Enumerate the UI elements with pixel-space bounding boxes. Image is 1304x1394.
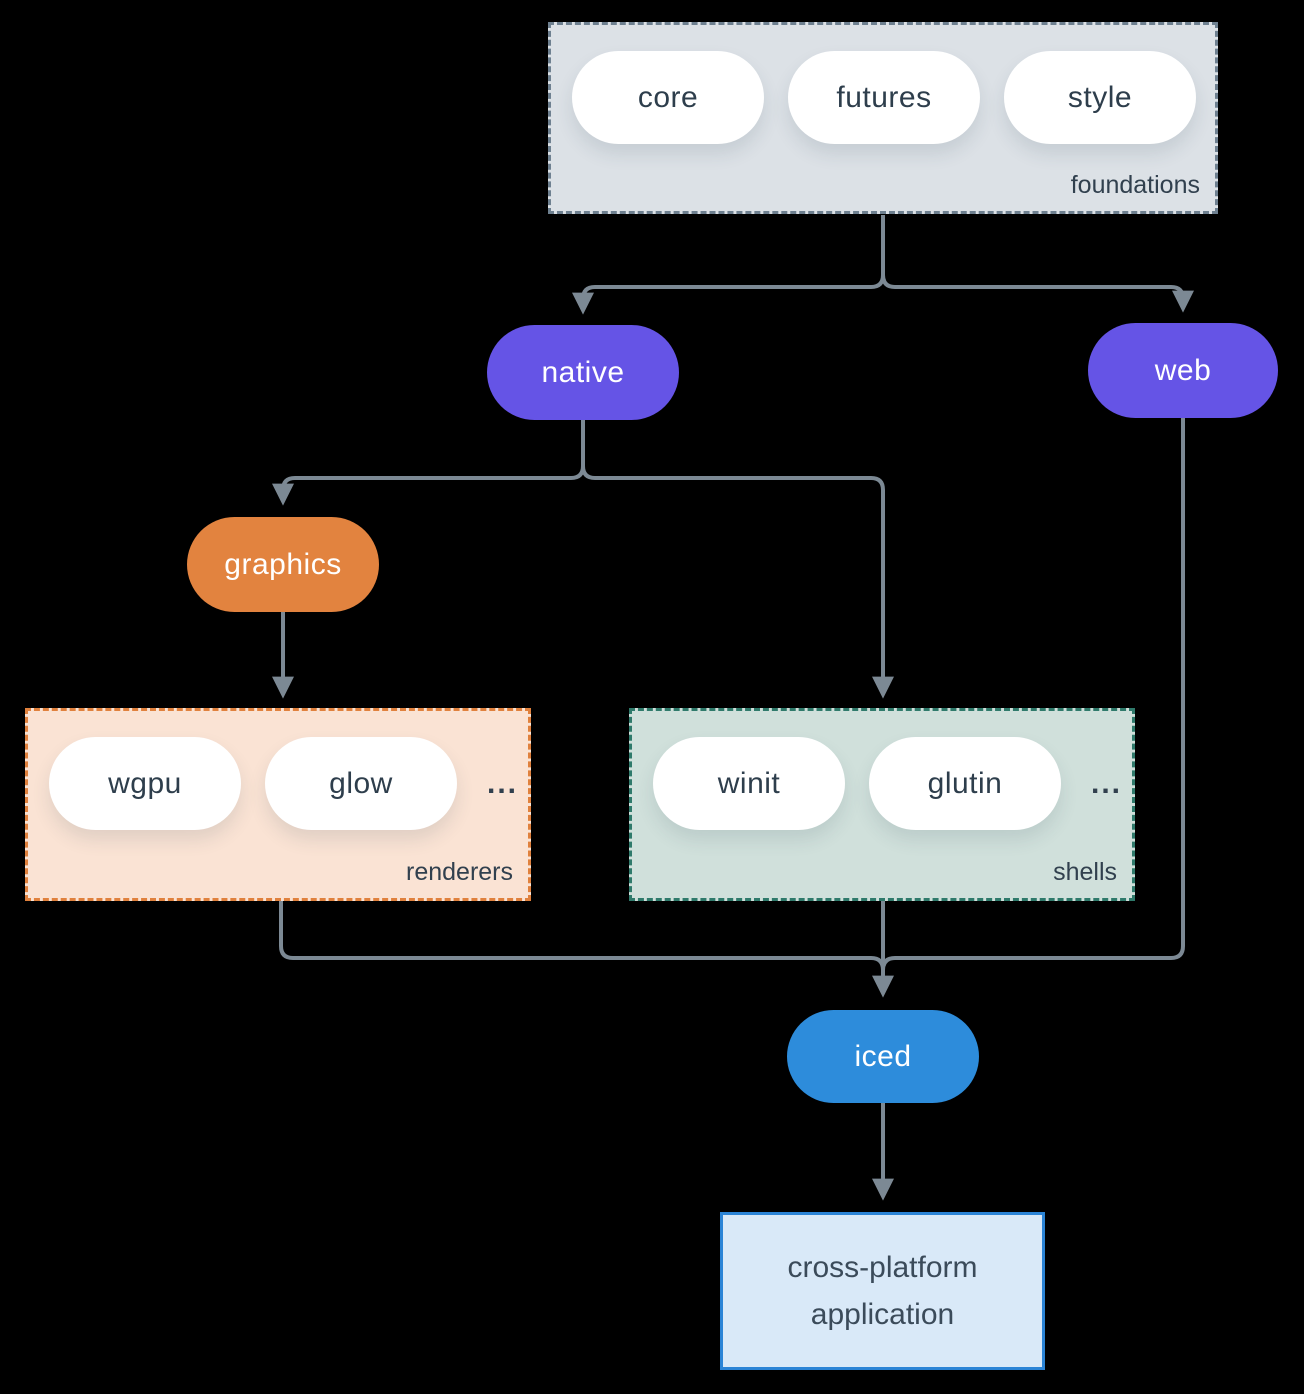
application-line2: application	[810, 1298, 955, 1331]
node-iced: iced	[787, 1010, 979, 1103]
node-cross-platform-application: cross-platform application	[720, 1212, 1045, 1370]
application-line1: cross-platform	[787, 1251, 978, 1284]
renderers-label: renderers	[406, 858, 513, 886]
node-futures: futures	[788, 51, 980, 144]
renderers-pill-row: wgpu glow ...	[28, 711, 528, 830]
node-style: style	[1004, 51, 1196, 144]
group-foundations: core futures style foundations	[548, 22, 1218, 214]
node-wgpu: wgpu	[49, 737, 241, 830]
shells-label: shells	[1053, 858, 1117, 886]
group-shells: winit glutin ... shells	[629, 708, 1135, 901]
shells-ellipsis: ...	[1091, 766, 1123, 800]
foundations-label: foundations	[1070, 171, 1200, 199]
group-renderers: wgpu glow ... renderers	[25, 708, 531, 901]
connector-foundations-native	[572, 215, 885, 315]
shells-pill-row: winit glutin ...	[632, 711, 1132, 830]
node-graphics: graphics	[187, 517, 379, 612]
connector-renderers-iced	[279, 901, 885, 978]
node-glow: glow	[265, 737, 457, 830]
node-glutin: glutin	[869, 737, 1061, 830]
connector-foundations-web	[881, 215, 1194, 313]
node-native: native	[487, 325, 679, 420]
connector-native-graphics	[272, 420, 585, 506]
node-winit: winit	[653, 737, 845, 830]
renderers-ellipsis: ...	[487, 766, 519, 800]
connector-native-shells	[581, 420, 894, 699]
node-core: core	[572, 51, 764, 144]
node-web: web	[1088, 323, 1278, 418]
foundations-pill-row: core futures style	[551, 25, 1215, 144]
